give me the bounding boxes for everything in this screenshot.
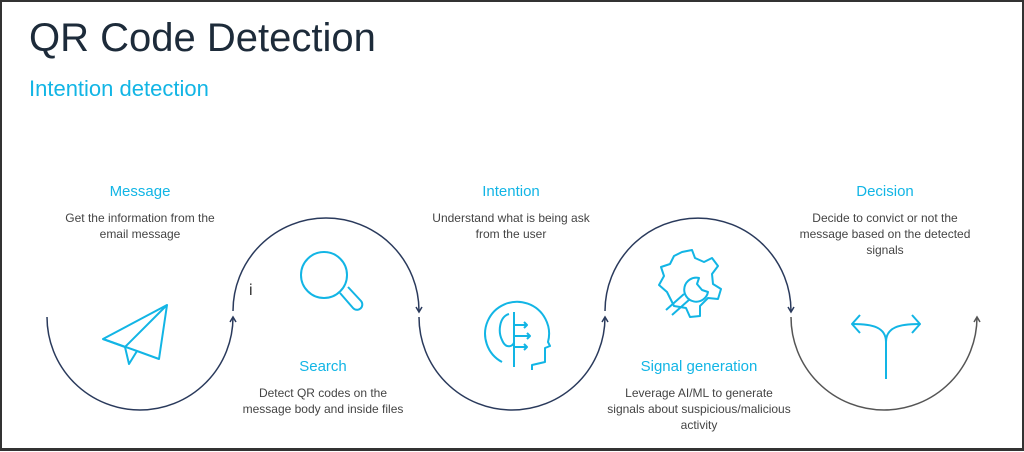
paper-plane-icon xyxy=(102,304,168,365)
step-decision: Decision Decide to convict or not the me… xyxy=(775,183,995,258)
gear-wrench-icon xyxy=(658,249,722,318)
step-description: Detect QR codes on the message body and … xyxy=(242,386,404,416)
step-title: Intention xyxy=(482,183,540,200)
step-message: Message Get the information from the ema… xyxy=(30,183,250,242)
flow-arc-5 xyxy=(790,316,978,411)
flow-arc-4 xyxy=(604,217,792,312)
step-description: Get the information from the email messa… xyxy=(65,211,215,241)
step-title: Message xyxy=(109,183,171,200)
step-title: Decision xyxy=(856,183,914,200)
step-intention: Intention Understand what is being ask f… xyxy=(401,183,621,242)
magnifier-icon xyxy=(300,251,364,311)
step-search: Search Detect QR codes on the message bo… xyxy=(213,358,433,417)
step-description: Leverage AI/ML to generate signals about… xyxy=(607,386,791,432)
step-signal-generation: Signal generation Leverage AI/ML to gene… xyxy=(589,358,809,433)
arrow-up-icon xyxy=(601,315,609,323)
step-title: Signal generation xyxy=(640,358,758,375)
step-description: Understand what is being ask from the us… xyxy=(432,211,590,241)
split-arrows-icon xyxy=(851,314,921,379)
step-title: Search xyxy=(299,358,347,375)
flow-arc-1 xyxy=(46,316,234,411)
arrow-up-icon xyxy=(973,315,981,323)
page-subtitle: Intention detection xyxy=(29,76,209,101)
flow-arc-2 xyxy=(232,217,420,312)
arrow-up-icon xyxy=(229,315,237,323)
page-title: QR Code Detection xyxy=(29,16,376,60)
stray-character: i xyxy=(249,282,253,299)
brain-head-icon xyxy=(484,300,551,370)
arrow-down-icon xyxy=(415,306,423,314)
flow-arc-3 xyxy=(418,316,606,411)
step-description: Decide to convict or not the message bas… xyxy=(799,211,971,257)
arrow-down-icon xyxy=(787,306,795,314)
